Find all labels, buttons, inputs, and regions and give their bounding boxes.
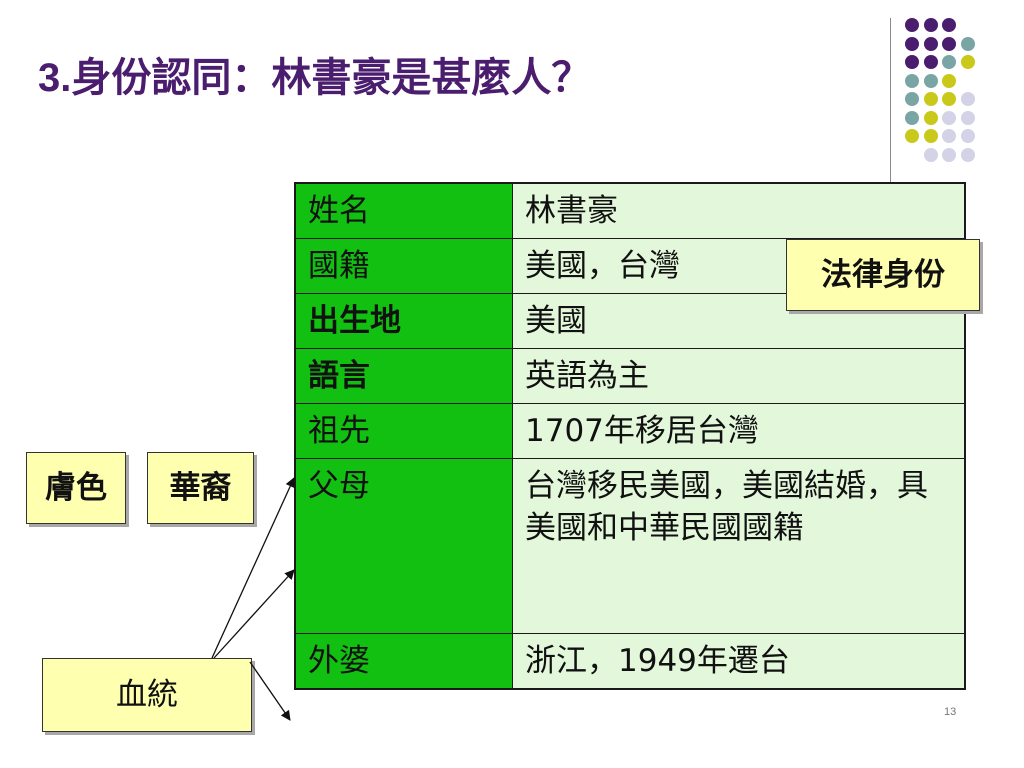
slide-title: 3.身份認同：林書豪是甚麼人？ xyxy=(38,58,591,98)
row-key-name: 姓名 xyxy=(294,182,513,239)
row-key-grandmother: 外婆 xyxy=(294,633,513,690)
decor-dot xyxy=(942,73,956,88)
decor-dot xyxy=(960,55,975,69)
table-row: 父母 台灣移民美國，美國結婚，具美國和中華民國國籍 xyxy=(294,458,966,634)
row-value-parents: 台灣移民美國，美國結婚，具美國和中華民國國籍 xyxy=(512,458,966,634)
decor-dot xyxy=(905,110,919,125)
row-value-language: 英語為主 xyxy=(512,348,966,404)
decor-dot xyxy=(960,36,975,51)
table-row: 姓名 林書豪 xyxy=(294,182,966,239)
decor-dot xyxy=(942,18,956,32)
row-key-birthplace: 出生地 xyxy=(294,293,513,349)
row-key-parents: 父母 xyxy=(294,458,513,634)
decor-dot xyxy=(923,18,938,32)
row-value-ancestors: 1707年移居台灣 xyxy=(512,403,966,459)
decor-dot xyxy=(923,92,938,106)
legal-identity-label: 法律身份 xyxy=(786,239,980,311)
arrow-to-parents xyxy=(213,569,295,659)
title-text: 身份認同：林書豪是甚麼人？ xyxy=(71,55,592,101)
table-row: 外婆 浙江，1949年遷台 xyxy=(294,633,966,690)
decor-dot xyxy=(923,73,938,88)
title-number: 3. xyxy=(38,56,72,100)
decor-dot xyxy=(905,92,919,106)
ethnicity-label: 華裔 xyxy=(147,452,254,524)
decor-dot xyxy=(923,147,938,162)
decor-dot xyxy=(905,129,919,143)
row-key-language: 語言 xyxy=(294,348,513,404)
decor-dot xyxy=(905,55,919,69)
decor-dot xyxy=(905,36,919,51)
decor-dot xyxy=(942,55,956,69)
decor-dot xyxy=(960,92,975,106)
decor-dot xyxy=(942,147,956,162)
decor-dot xyxy=(942,129,956,143)
decor-dot xyxy=(942,110,956,125)
decor-dot xyxy=(923,36,938,51)
table-row: 祖先 1707年移居台灣 xyxy=(294,403,966,459)
decor-dot xyxy=(923,129,938,143)
decor-dot xyxy=(905,73,919,88)
decor-dot xyxy=(905,18,919,32)
row-key-nationality: 國籍 xyxy=(294,238,513,294)
decor-vertical-line xyxy=(890,18,891,186)
row-value-birthplace: 美國 xyxy=(512,293,966,349)
skin-color-label: 膚色 xyxy=(26,452,126,524)
decor-dot xyxy=(942,36,956,51)
bloodline-label: 血統 xyxy=(42,658,252,732)
decor-dot xyxy=(960,147,975,162)
row-value-grandmother: 浙江，1949年遷台 xyxy=(512,633,966,690)
row-key-ancestors: 祖先 xyxy=(294,403,513,459)
table-row: 語言 英語為主 xyxy=(294,348,966,404)
slide-number: 13 xyxy=(944,706,957,718)
decor-dot xyxy=(923,110,938,125)
decor-dot xyxy=(960,129,975,143)
row-value-name: 林書豪 xyxy=(512,182,966,239)
arrow-to-grandmother xyxy=(249,661,291,721)
decor-dot xyxy=(923,55,938,69)
decor-dot xyxy=(960,110,975,125)
decor-dot xyxy=(942,92,956,106)
